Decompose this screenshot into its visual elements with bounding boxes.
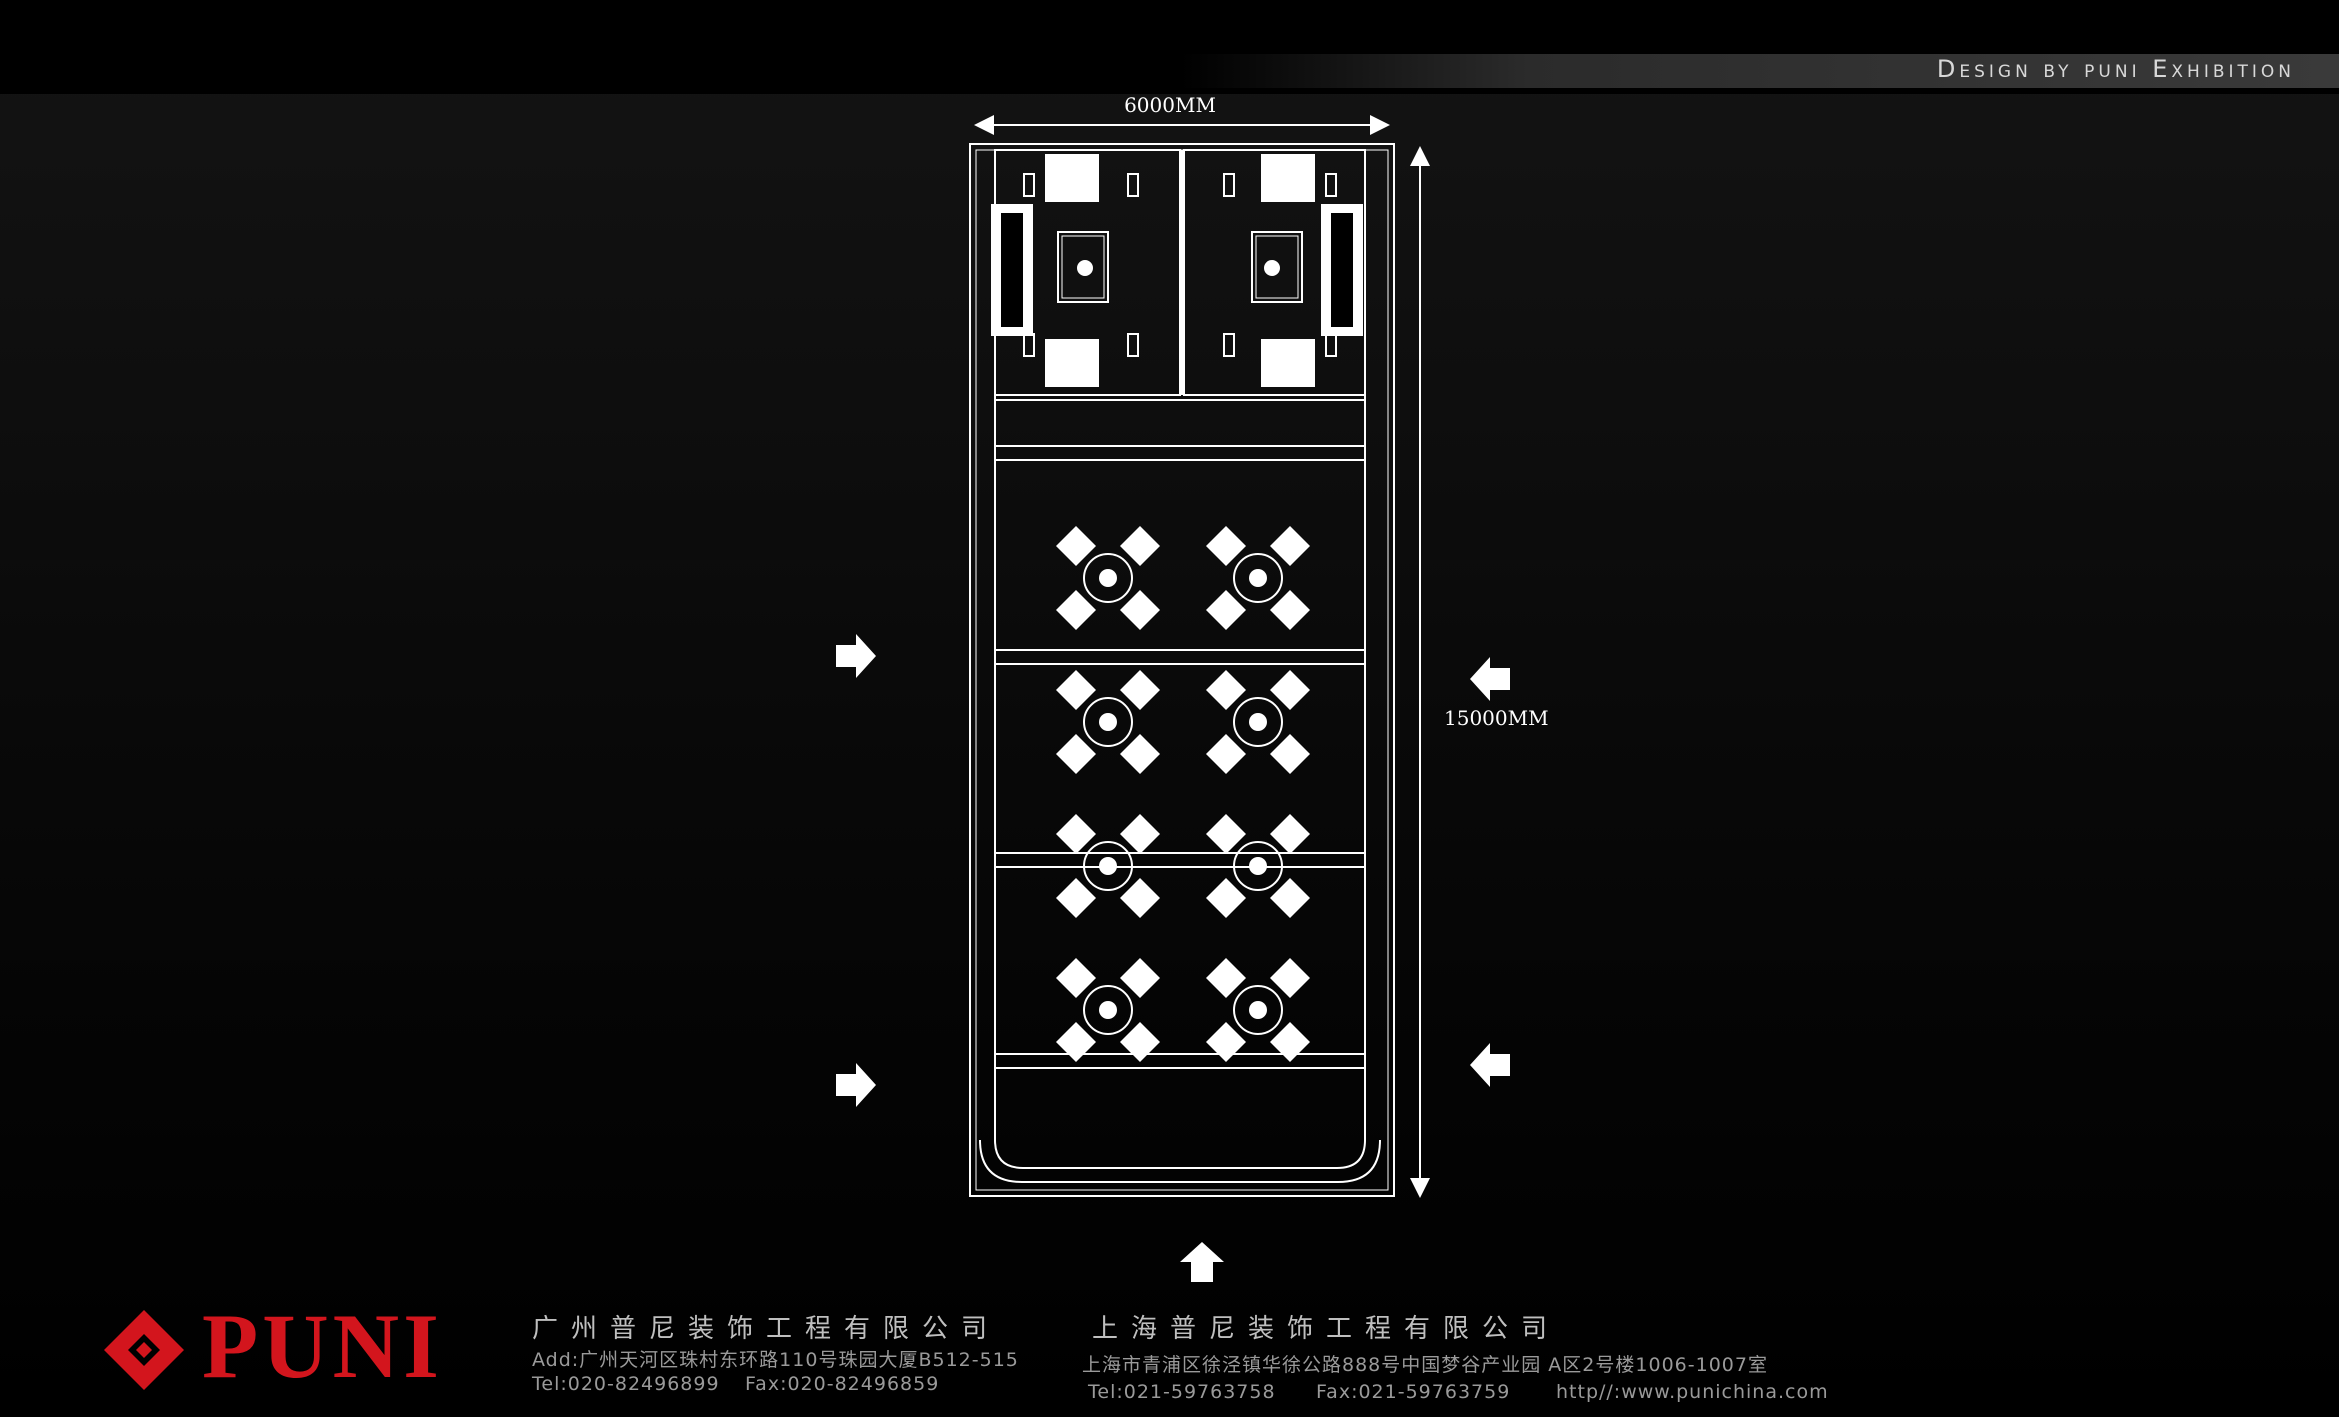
puni-logo-icon	[104, 1310, 184, 1390]
chair	[1270, 878, 1310, 918]
chair	[1056, 1022, 1096, 1062]
chair	[1270, 814, 1310, 854]
chair	[1120, 958, 1160, 998]
chair	[1056, 814, 1096, 854]
shanghai-website[interactable]: http//:www.punichina.com	[1556, 1381, 1829, 1403]
table-top	[1249, 857, 1267, 875]
chair	[1270, 734, 1310, 774]
chair	[1206, 958, 1246, 998]
shanghai-fax: Fax:021-59763759	[1316, 1381, 1511, 1403]
chair	[1120, 670, 1160, 710]
table-group	[1056, 670, 1160, 774]
round-table	[1083, 553, 1133, 603]
guangzhou-address: Add:广州天河区珠村东环路110号珠园大厦B512-515	[532, 1349, 1019, 1371]
table-top	[1099, 713, 1117, 731]
round-table	[1233, 985, 1283, 1035]
chair	[1120, 814, 1160, 854]
table-groups	[1056, 526, 1310, 1062]
chair	[1206, 1022, 1246, 1062]
chair	[1270, 1022, 1310, 1062]
chair	[1270, 590, 1310, 630]
table-top	[1099, 857, 1117, 875]
guangzhou-fax: Fax:020-82496859	[745, 1373, 940, 1395]
chair	[1056, 590, 1096, 630]
table-top	[1249, 1001, 1267, 1019]
arrow-left-icon	[1470, 657, 1510, 701]
round-table	[1083, 841, 1133, 891]
chair	[1270, 670, 1310, 710]
chair	[1120, 590, 1160, 630]
chair	[1270, 526, 1310, 566]
chair	[1206, 814, 1246, 854]
chair	[1206, 670, 1246, 710]
chair	[1206, 734, 1246, 774]
chair	[1206, 590, 1246, 630]
table-group	[1056, 814, 1160, 918]
round-table	[1233, 841, 1283, 891]
width-dimension-label: 6000MM	[1124, 93, 1216, 117]
round-table	[1083, 697, 1133, 747]
arrow-left-icon	[1470, 1043, 1510, 1087]
shanghai-company-name: 上海普尼装饰工程有限公司	[1092, 1314, 1561, 1344]
chair	[1056, 526, 1096, 566]
top-stripe	[1180, 54, 2339, 88]
entrance-arrows	[836, 634, 1510, 1282]
round-table	[1233, 553, 1283, 603]
chair	[1120, 878, 1160, 918]
table-top	[1249, 569, 1267, 587]
shanghai-address: 上海市青浦区徐泾镇华徐公路888号中国梦谷产业园 A区2号楼1006-1007室	[1082, 1354, 1768, 1376]
guangzhou-tel: Tel:020-82496899	[532, 1373, 720, 1395]
chair	[1120, 526, 1160, 566]
arrow-right-icon	[836, 1063, 876, 1107]
shanghai-tel: Tel:021-59763758	[1088, 1381, 1276, 1403]
table-top	[1249, 713, 1267, 731]
chair	[1056, 878, 1096, 918]
brand-name: PUNI	[202, 1295, 443, 1397]
table-group	[1056, 526, 1160, 630]
design-credit: Design by puni Exhibition	[1936, 55, 2295, 83]
arrow-up-icon	[1180, 1242, 1224, 1282]
chair	[1056, 958, 1096, 998]
chair	[1270, 958, 1310, 998]
chair	[1206, 878, 1246, 918]
table-group	[1206, 670, 1310, 774]
table-group	[1056, 958, 1160, 1062]
meeting-room-left	[991, 149, 1181, 396]
chair	[1120, 734, 1160, 774]
table-group	[1206, 526, 1310, 630]
chair	[1056, 670, 1096, 710]
round-table	[1083, 985, 1133, 1035]
table-group	[1206, 814, 1310, 918]
chair	[1056, 734, 1096, 774]
table-group	[1206, 958, 1310, 1062]
chair	[1120, 1022, 1160, 1062]
round-table	[1233, 697, 1283, 747]
truss-lines	[994, 445, 1366, 1069]
table-top	[1099, 1001, 1117, 1019]
depth-dimension-label: 15000MM	[1444, 706, 1549, 730]
arrow-right-icon	[836, 634, 876, 678]
chair	[1206, 526, 1246, 566]
guangzhou-company-name: 广州普尼装饰工程有限公司	[532, 1314, 1001, 1344]
meeting-room-right	[1183, 149, 1366, 396]
table-top	[1099, 569, 1117, 587]
